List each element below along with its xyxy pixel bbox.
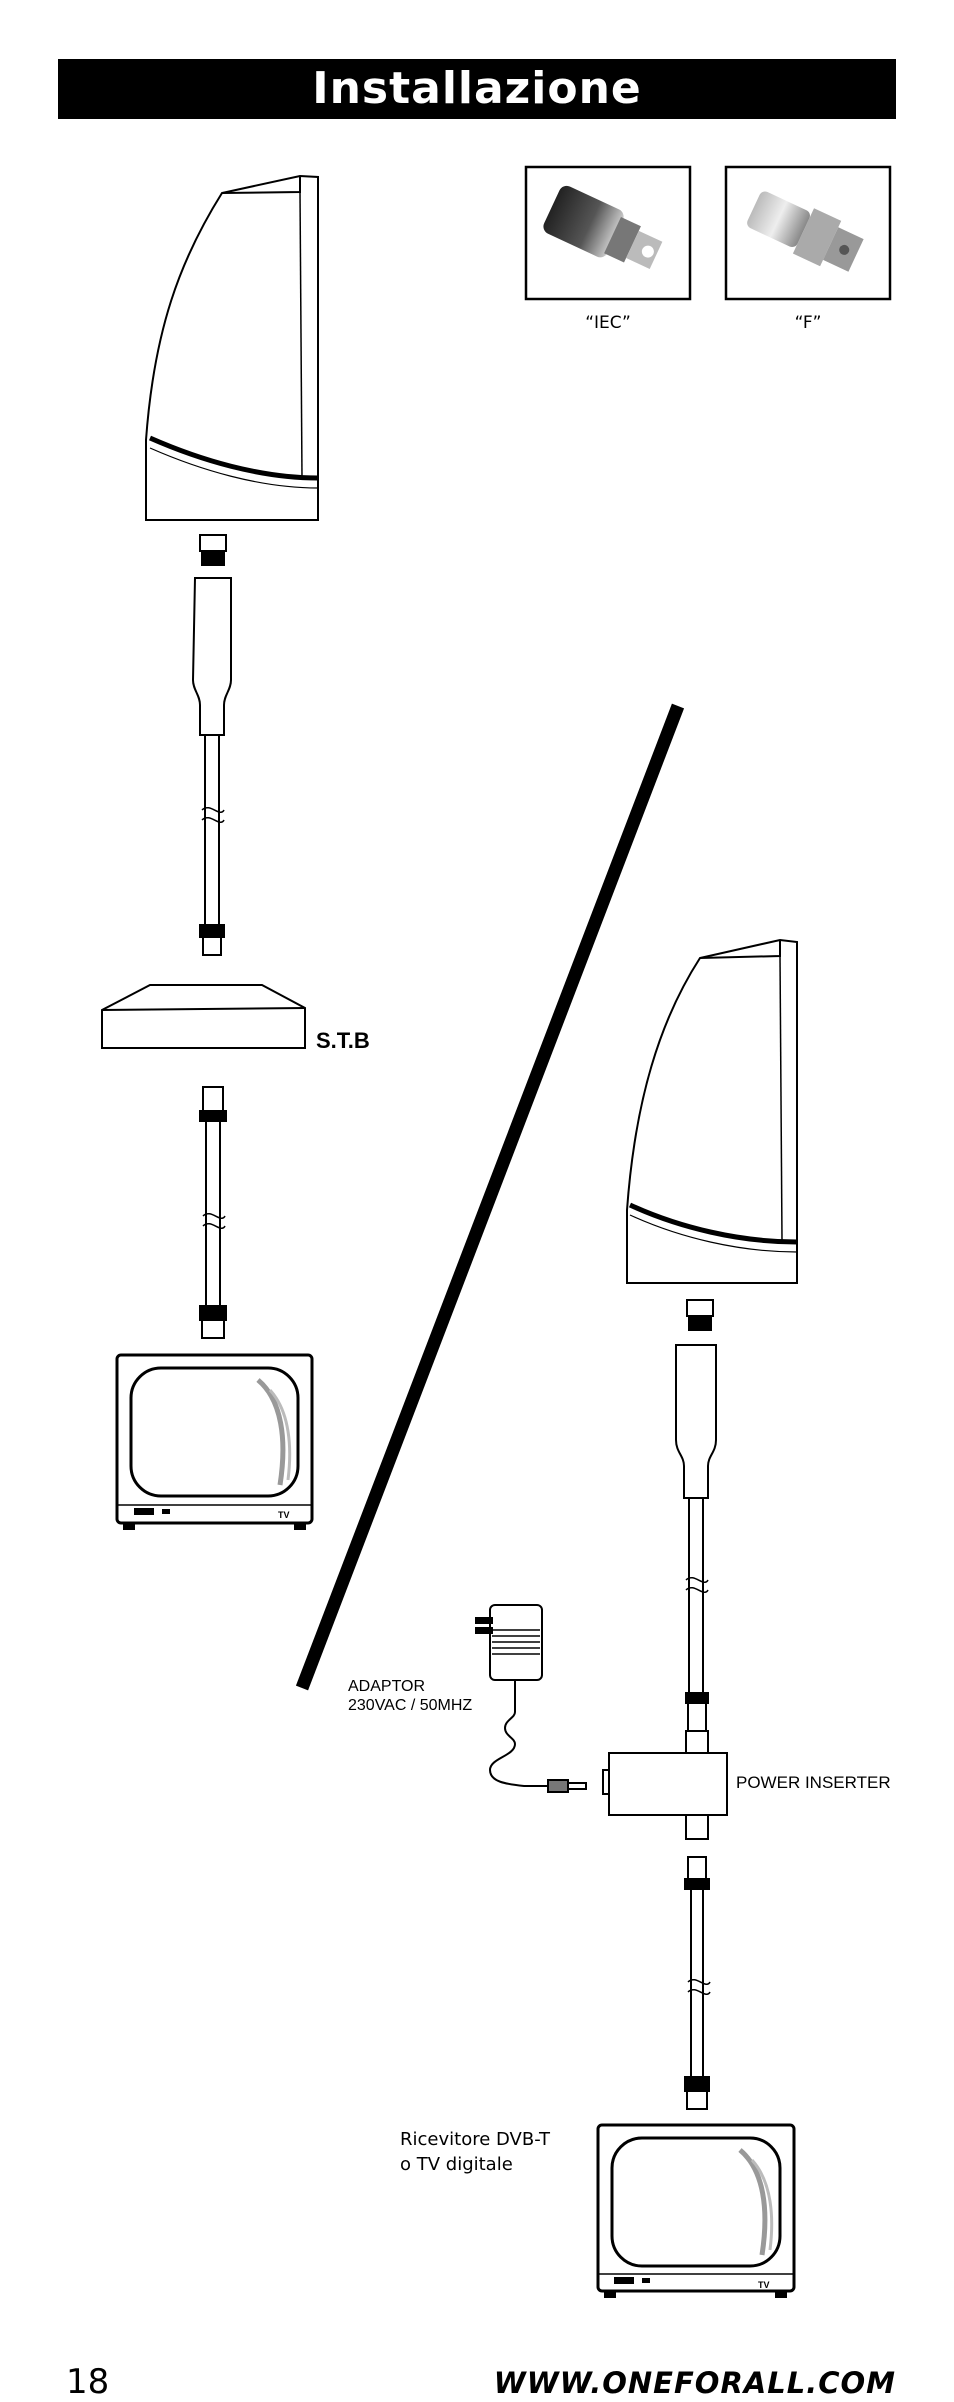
adaptor-label-line1: ADAPTOR: [348, 1678, 426, 1695]
receiver-label-line2: o TV digitale: [400, 2154, 513, 2175]
divider-line: [295, 703, 685, 1691]
adaptor-label: ADAPTOR 230VAC / 50MHZ: [348, 1677, 472, 1715]
f-connector-image: [724, 165, 892, 301]
f-connector-label: “F”: [794, 313, 822, 333]
stb-box: [101, 984, 306, 1049]
cable-stb-to-tv: [199, 1086, 227, 1339]
power-inserter-label: POWER INSERTER: [736, 1773, 891, 1792]
iec-connector-image: [524, 165, 692, 301]
cable-antenna-to-stb: [191, 534, 232, 956]
cable-antenna-to-inserter: [675, 1299, 717, 1732]
antenna-right: [626, 938, 798, 1284]
tv-badge-left: TV: [278, 1510, 290, 1520]
tv-badge-right: TV: [758, 2280, 770, 2290]
website-link[interactable]: WWW.ONEFORALL.COM: [493, 2366, 896, 2400]
receiver-label: Ricevitore DVB-T o TV digitale: [400, 2127, 550, 2177]
receiver-label-line1: Ricevitore DVB-T: [400, 2129, 551, 2150]
tv-left: [115, 1353, 314, 1530]
iec-connector-label: “IEC”: [585, 313, 631, 333]
tv-right: [596, 2123, 796, 2298]
cable-inserter-to-tv: [684, 1856, 711, 2110]
antenna-left: [145, 174, 319, 521]
adaptor: [475, 1604, 587, 1793]
page-title: Installazione: [58, 59, 896, 119]
stb-label: S.T.B: [316, 1028, 370, 1053]
adaptor-label-line2: 230VAC / 50MHZ: [348, 1697, 473, 1714]
power-inserter: [602, 1730, 728, 1840]
page-number: 18: [66, 2362, 110, 2402]
